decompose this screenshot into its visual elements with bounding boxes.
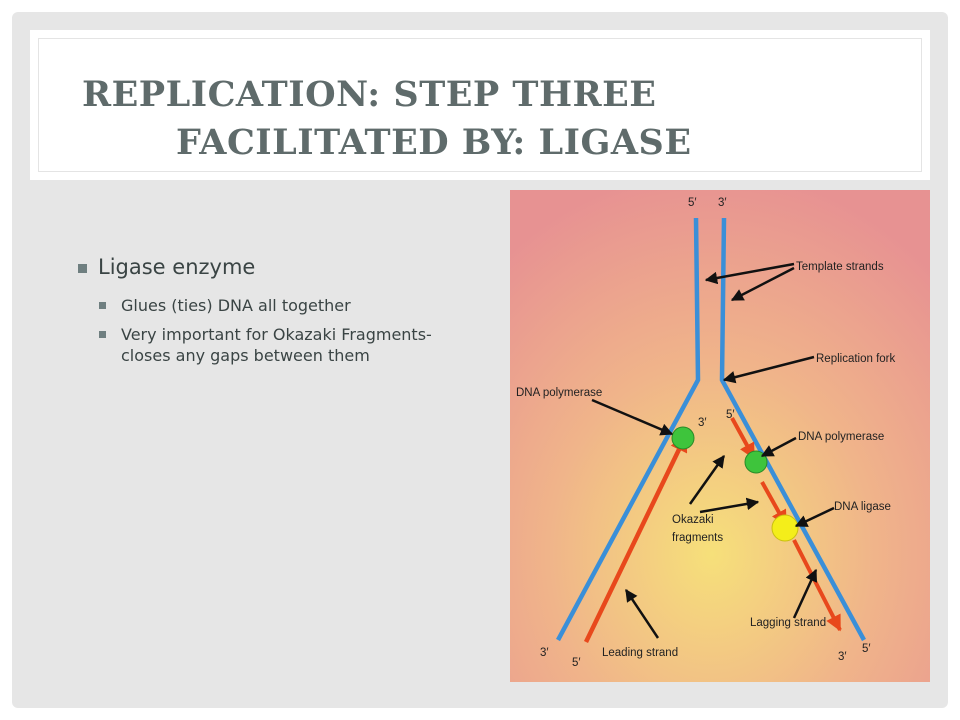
dna-replication-diagram: 5′ 3′ Template strands Replication fork … [510,190,930,682]
label-lagging-strand: Lagging strand [750,617,826,629]
slide-title-line-1: REPLICATION: STEP THREE [82,74,657,115]
dna-ligase-icon [771,514,799,542]
label-mid-3prime: 3′ [698,417,707,429]
label-leading-strand: Leading strand [602,647,678,659]
label-dna-polymerase-left: DNA polymerase [516,387,602,399]
label-dna-ligase: DNA ligase [834,501,891,513]
sub-bullet-glues: Glues (ties) DNA all together [78,295,478,316]
template-strand-left [556,217,701,642]
leading-strand-line [583,433,689,643]
arrow-okazaki-1 [688,454,726,505]
bullet-text: Ligase enzyme [98,255,256,279]
arrow-template-right [730,266,795,302]
label-template-strands: Template strands [796,261,884,273]
arrow-leading-strand [624,588,660,639]
arrow-okazaki-2 [699,497,760,514]
okazaki-fragment-1 [730,417,756,460]
label-dna-polymerase-right: DNA polymerase [798,431,884,443]
bullet-list: Ligase enzyme Glues (ties) DNA all toget… [78,255,478,374]
label-mid-5prime: 5′ [726,409,735,421]
okazaki-fragment-3 [792,539,842,632]
arrow-dna-polymerase-left [591,398,674,436]
square-bullet-icon [99,331,106,338]
template-strand-right [719,217,866,642]
label-bottom-left-5prime: 5′ [572,657,581,669]
sub-bullet-okazaki: Very important for Okazaki Fragments-clo… [78,324,478,366]
label-okazaki-line-2: fragments [672,532,723,544]
arrow-lagging-strand [792,568,818,619]
label-bottom-right-3prime: 3′ [838,651,847,663]
square-bullet-icon [78,264,87,273]
label-top-right-3prime: 3′ [718,197,727,209]
label-top-left-5prime: 5′ [688,197,697,209]
arrow-dna-polymerase-right [760,436,797,458]
arrow-template-left [704,262,795,285]
title-box: REPLICATION: STEP THREE FACILITATED BY: … [30,30,930,180]
slide-title-line-2: FACILITATED BY: LIGASE [176,122,692,163]
label-replication-fork: Replication fork [816,353,896,365]
label-bottom-right-5prime: 5′ [862,643,871,655]
bullet-ligase-enzyme: Ligase enzyme [78,255,478,279]
title-frame [38,38,922,172]
sub-bullet-text: Glues (ties) DNA all together [121,296,351,315]
arrow-dna-ligase [794,506,835,528]
dna-polymerase-leading-icon [671,426,695,450]
label-bottom-left-3prime: 3′ [540,647,549,659]
square-bullet-icon [99,302,106,309]
arrow-replication-fork [722,355,815,384]
label-okazaki-line-1: Okazaki [672,514,714,526]
sub-bullet-text: Very important for Okazaki Fragments-clo… [121,325,432,365]
